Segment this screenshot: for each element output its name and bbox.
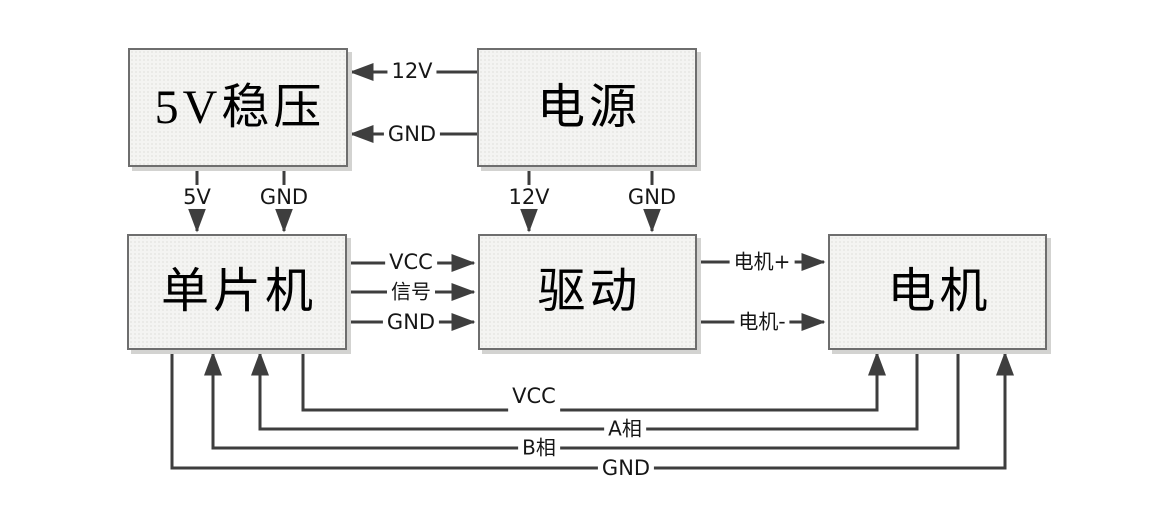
wire-label-gnd-to-mcu: GND <box>255 184 313 210</box>
box-5v-regulator: 5V稳压 <box>128 48 348 167</box>
wire-label-motor-plus: 电机+ <box>729 250 795 274</box>
wire-label-gnd-to-regulator: GND <box>383 121 441 147</box>
wire-label-gnd-to-driver: GND <box>623 184 681 210</box>
box-power-supply-label: 电源 <box>536 80 641 134</box>
wire-label-signal: 信号 <box>387 280 435 304</box>
wire-label-gnd-mcu-driver: GND <box>382 309 440 335</box>
box-mcu-label: 单片机 <box>160 265 317 318</box>
box-5v-regulator-label: 5V稳压 <box>154 80 326 134</box>
wire-label-12v-to-driver: 12V <box>504 184 554 210</box>
box-driver-label: 驱动 <box>537 265 642 318</box>
wire-label-vcc-bottom: VCC <box>508 383 560 417</box>
wire-b-phase-motor-to-mcu <box>204 350 960 450</box>
wire-label-gnd-bottom: GND <box>597 455 655 481</box>
wire-label-5v-to-mcu: 5V <box>179 184 215 210</box>
box-motor: 电机 <box>828 234 1047 350</box>
box-motor-label: 电机 <box>887 265 992 318</box>
wire-label-vcc-mcu-driver: VCC <box>385 249 437 275</box>
wire-a-phase-motor-to-mcu <box>251 350 919 431</box>
wire-label-b-phase: B相 <box>518 436 560 460</box>
wire-gnd-mcu-to-motor <box>170 350 1014 470</box>
box-mcu: 单片机 <box>127 234 347 350</box>
wire-vcc-mcu-to-motor <box>301 350 886 412</box>
box-power-supply: 电源 <box>477 48 697 167</box>
wire-label-12v-to-regulator: 12V <box>387 58 437 84</box>
box-driver: 驱动 <box>478 234 697 350</box>
wire-label-a-phase: A相 <box>604 417 646 441</box>
wire-label-motor-minus: 电机- <box>734 310 790 334</box>
